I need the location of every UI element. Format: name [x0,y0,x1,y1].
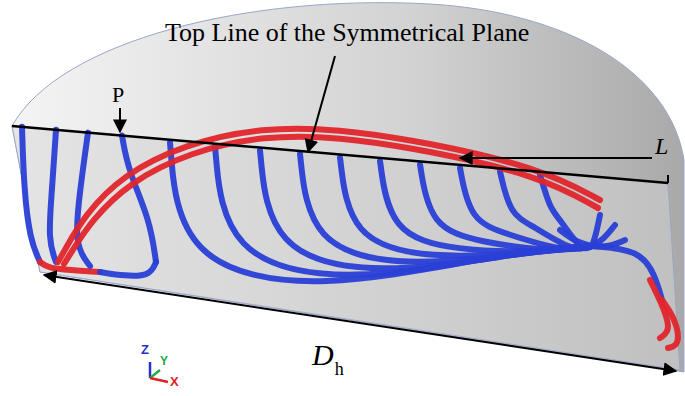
top-line [12,126,668,183]
top-line-end [667,175,669,183]
axis-label: Z [141,343,149,356]
streamline [260,151,592,269]
streamlines [22,127,678,348]
streamline [58,129,600,262]
symmetry-plane-face [12,126,680,370]
streamline [170,143,592,281]
axis-label: X [170,375,179,388]
streamline [592,246,662,300]
leader-line [119,108,121,132]
streamline [64,137,598,264]
streamline [100,262,156,276]
streamline [122,136,156,262]
streamline [300,154,592,262]
dimension-arrow [44,275,676,371]
leader-line [308,56,335,152]
dimension-label: D [312,340,334,370]
dimension-subscript: h [335,360,344,378]
length-arrow [460,157,652,159]
streamline [77,133,90,266]
streamline [50,130,56,262]
streamline [22,127,40,262]
streamline [650,280,668,338]
streamline [420,164,592,249]
axis-label: Y [160,355,168,367]
point-label: P [112,84,124,106]
streamline [215,147,592,275]
plane-label: Top Line of the Symmetrical Plane [165,20,529,46]
dome-surface [12,3,684,372]
streamline [460,168,592,249]
length-label: L [655,134,668,158]
streamline [560,230,592,246]
